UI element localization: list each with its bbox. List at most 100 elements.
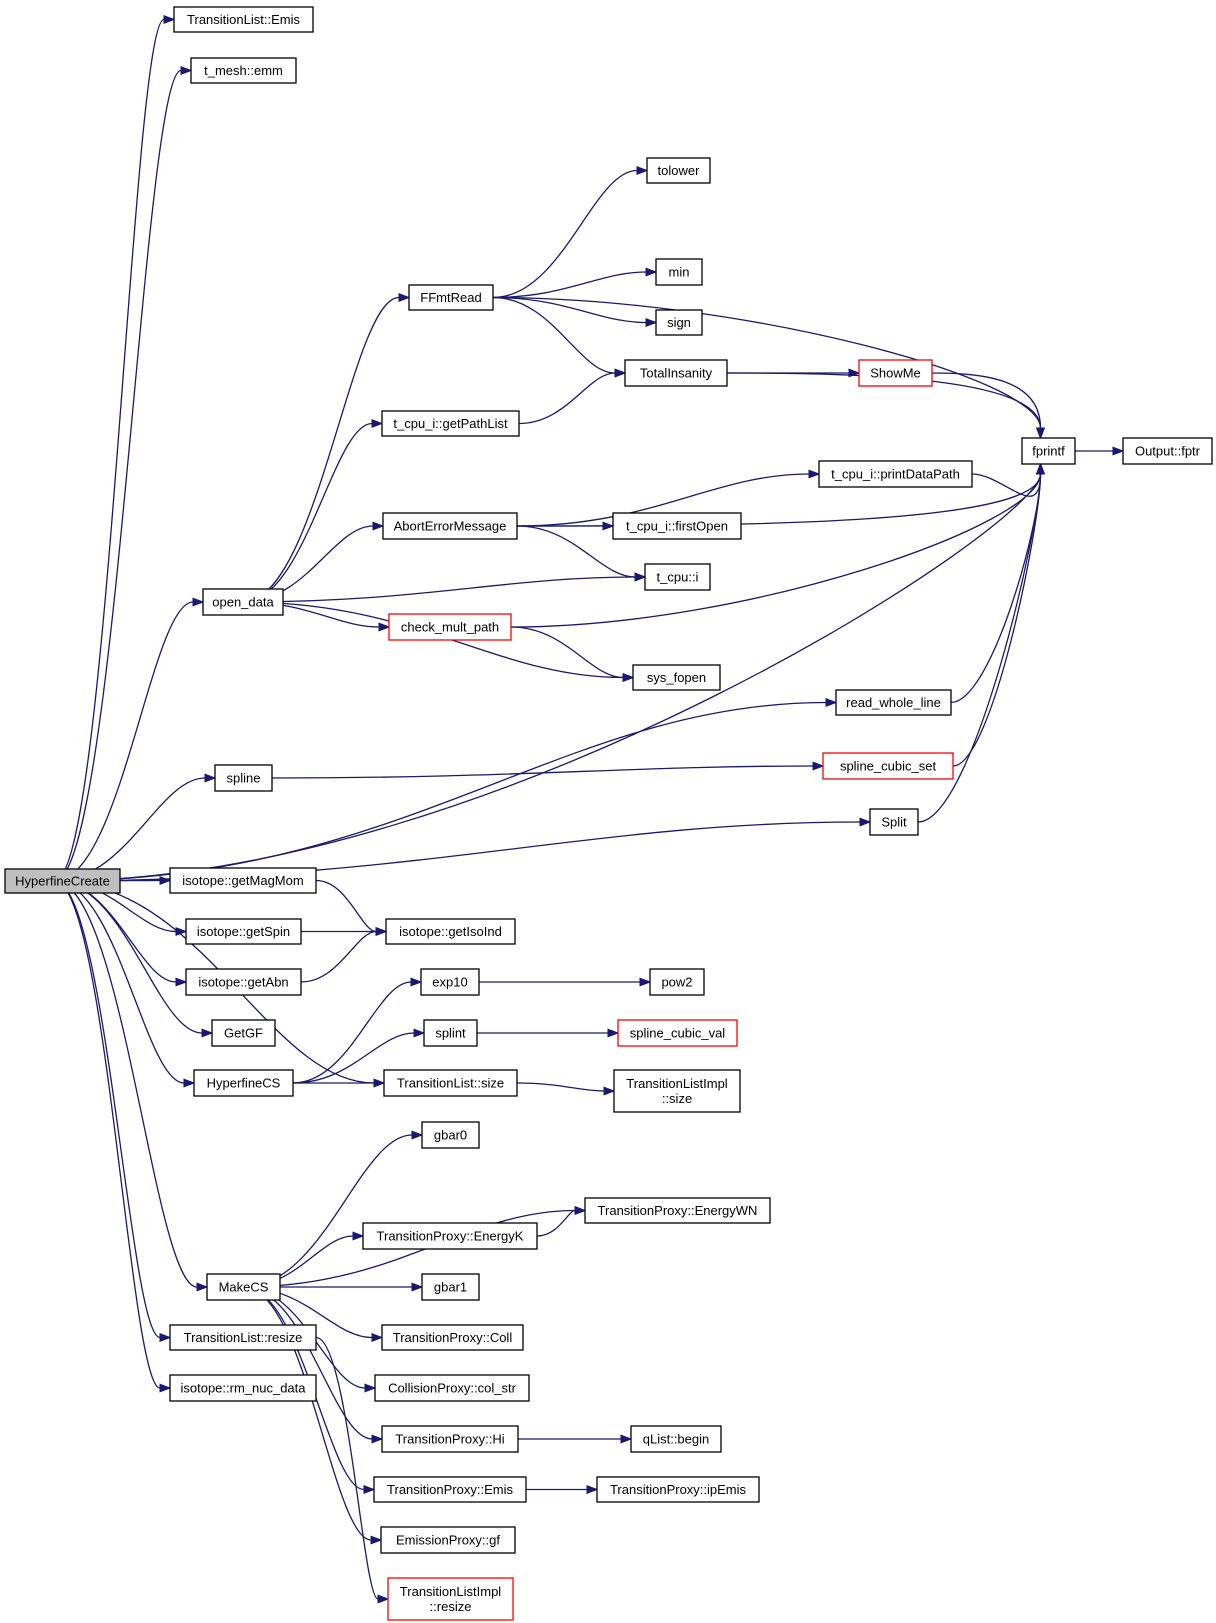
node-n-hi[interactable]: TransitionProxy::Hi	[381, 1425, 519, 1453]
node-n-emm[interactable]: t_mesh::emm	[190, 57, 297, 84]
edge-n-split-to-n-fprintf	[917, 462, 1046, 823]
node-n-tpemis[interactable]: TransitionProxy::Emis	[373, 1476, 527, 1503]
node-box	[388, 613, 512, 641]
node-n-sysf[interactable]: sys_fopen	[632, 664, 721, 691]
node-n-getspin[interactable]: isotope::getSpin	[185, 918, 302, 945]
node-n-printdp[interactable]: t_cpu_i::printDataPath	[818, 460, 973, 488]
node-n-qbegin[interactable]: qList::begin	[630, 1425, 722, 1453]
node-box	[644, 563, 711, 591]
node-n-abort[interactable]: AbortErrorMessage	[382, 512, 518, 540]
node-n-getgf[interactable]: GetGF	[211, 1019, 276, 1047]
node-n-gf[interactable]: EmissionProxy::gf	[380, 1526, 516, 1554]
node-n-pow2[interactable]: pow2	[649, 968, 705, 996]
node-n-coll[interactable]: TransitionProxy::Coll	[381, 1324, 524, 1351]
node-label: ShowMe	[870, 366, 921, 381]
node-label: splint	[435, 1026, 466, 1041]
arrowhead	[1035, 427, 1046, 440]
node-n-colstr[interactable]: CollisionProxy::col_str	[374, 1374, 530, 1402]
node-n-fptr[interactable]: Output::fptr	[1122, 437, 1213, 465]
edge-line	[242, 576, 636, 603]
node-n-enwn[interactable]: TransitionProxy::EnergyWN	[584, 1197, 771, 1224]
node-n-checkmp[interactable]: check_mult_path	[388, 613, 512, 641]
edge-n-open-to-n-cpui	[242, 572, 647, 603]
edge-line	[54, 880, 185, 1084]
node-n-split[interactable]: Split	[869, 808, 919, 836]
node-n-fprintf[interactable]: fprintf	[1021, 437, 1076, 465]
edge-n-hcs-to-n-exp10	[292, 977, 423, 1084]
node-n-tlresize[interactable]: TransitionList::resize	[169, 1324, 317, 1351]
node-n-hcs[interactable]: HyperfineCS	[193, 1069, 294, 1097]
edge-n-spline-to-n-scs	[271, 761, 825, 779]
node-n-getpath[interactable]: t_cpu_i::getPathList	[381, 410, 520, 437]
edge-root-to-n-emm	[54, 65, 193, 882]
node-n-showme[interactable]: ShowMe	[858, 359, 933, 387]
node-box	[421, 1121, 480, 1149]
node-n-cpui[interactable]: t_cpu::i	[644, 563, 711, 591]
node-n-min[interactable]: min	[655, 258, 703, 286]
node-n-open[interactable]: open_data	[202, 588, 284, 616]
node-n-sign[interactable]: sign	[655, 309, 703, 336]
node-n-getabn[interactable]: isotope::getAbn	[185, 968, 302, 996]
node-label: TransitionListImpl	[626, 1076, 727, 1091]
node-label: t_cpu_i::getPathList	[393, 416, 508, 431]
node-n-tliresize[interactable]: TransitionListImpl::resize	[387, 1577, 514, 1621]
node-box	[630, 1425, 722, 1453]
edge-line	[54, 18, 165, 882]
node-label: t_mesh::emm	[204, 63, 283, 78]
node-n-spline[interactable]: spline	[214, 764, 273, 792]
node-label: check_mult_path	[401, 620, 499, 635]
node-n-rwl[interactable]: read_whole_line	[835, 689, 952, 716]
node-label: TransitionProxy::Hi	[395, 1432, 504, 1447]
arrowhead	[602, 521, 615, 531]
node-box	[835, 689, 952, 716]
arrowhead	[614, 368, 627, 378]
arrowhead	[603, 1086, 616, 1096]
arrowhead	[175, 977, 188, 987]
node-box	[382, 512, 518, 540]
node-n-makecs[interactable]: MakeCS	[206, 1273, 281, 1301]
node-n-first[interactable]: t_cpu_i::firstOpen	[612, 512, 742, 540]
node-n-total[interactable]: TotalInsanity	[624, 359, 728, 387]
node-n-getmag[interactable]: isotope::getMagMom	[169, 867, 317, 894]
node-box	[584, 1197, 771, 1224]
node-box	[612, 512, 742, 540]
node-label: gbar0	[434, 1128, 467, 1143]
node-n-splint[interactable]: splint	[423, 1019, 478, 1047]
edge-line	[54, 880, 161, 1389]
node-label: t_cpu_i::firstOpen	[626, 519, 728, 534]
node-label: FFmtRead	[420, 290, 481, 305]
node-n-gbar0[interactable]: gbar0	[421, 1121, 480, 1149]
arrowhead	[371, 1434, 384, 1444]
node-box	[190, 57, 297, 84]
node-n-ffmt[interactable]: FFmtRead	[408, 284, 494, 311]
node-n-emis[interactable]: TransitionList::Emis	[173, 6, 314, 33]
node-root[interactable]: HyperfineCreate	[4, 868, 121, 894]
edge-n-showme-to-n-fprintf	[931, 372, 1046, 440]
node-label: pow2	[661, 975, 692, 990]
node-label: AbortErrorMessage	[394, 519, 507, 534]
node-n-getiso[interactable]: isotope::getIsoInd	[385, 918, 516, 945]
node-n-exp10[interactable]: exp10	[420, 968, 480, 996]
node-label: isotope::rm_nuc_data	[180, 1381, 306, 1396]
node-n-tlisize[interactable]: TransitionListImpl::size	[613, 1069, 741, 1113]
edge-root-to-n-makecs	[54, 880, 209, 1292]
node-box	[649, 968, 705, 996]
node-box	[206, 1273, 281, 1301]
node-n-gbar1[interactable]: gbar1	[421, 1273, 480, 1301]
node-n-rmnuc[interactable]: isotope::rm_nuc_data	[169, 1374, 317, 1402]
arrowhead	[378, 622, 391, 632]
arrowhead	[371, 1332, 384, 1343]
node-box	[596, 1476, 760, 1503]
node-n-scv[interactable]: spline_cubic_val	[617, 1019, 738, 1047]
arrowhead	[411, 1282, 424, 1292]
node-n-scs[interactable]: spline_cubic_set	[822, 752, 954, 780]
arrowhead	[639, 977, 652, 987]
node-n-enk[interactable]: TransitionProxy::EnergyK	[362, 1222, 538, 1250]
edge-root-to-n-emis	[54, 14, 176, 882]
node-n-tolower[interactable]: tolower	[646, 157, 711, 184]
edge-n-open-to-n-getpath	[242, 418, 384, 603]
node-n-ipemis[interactable]: TransitionProxy::ipEmis	[596, 1476, 760, 1503]
arrowhead	[364, 1383, 377, 1393]
node-n-tlsize[interactable]: TransitionList::size	[383, 1069, 518, 1097]
edge-n-fprintf-to-n-fptr	[1074, 446, 1125, 456]
